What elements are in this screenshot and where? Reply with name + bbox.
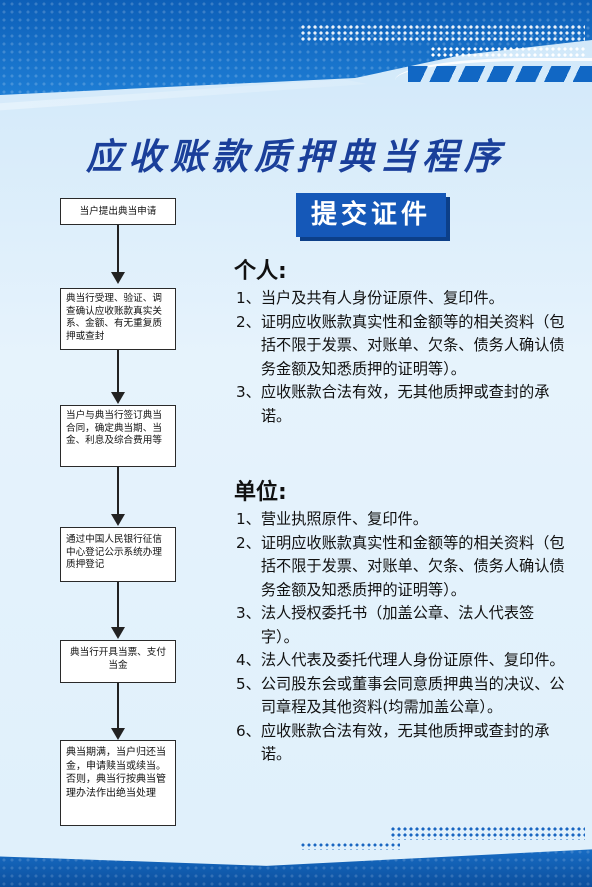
flow-step-4: 通过中国人民银行征信中心登记公示系统办理质押登记	[60, 527, 176, 582]
flow-step-2: 典当行受理、验证、调查确认应收账款真实关系、金额、有无重复质押或查封	[60, 288, 176, 350]
footer-dots-small	[300, 842, 400, 850]
flow-line-1	[117, 225, 119, 275]
flow-line-5	[117, 683, 119, 731]
list-item: 3、 应收账款合法有效，无其他质押或查封的承诺。	[236, 383, 550, 425]
flow-step-5: 典当行开具当票、支付当金	[60, 640, 176, 683]
flow-arrow-1	[111, 272, 125, 284]
company-title: 单位:	[234, 480, 287, 505]
page-title: 应收账款质押典当程序	[85, 137, 506, 178]
flow-arrow-5	[111, 728, 125, 740]
flow-arrow-4	[111, 627, 125, 639]
flow-step-6: 典当期满，当户归还当金，申请赎当或续当。否则，典当行按典当管理办法作出绝当处理	[60, 740, 176, 826]
individual-list: 1、 当户及共有人身份证原件、复印件。 2、 证明应收账款真实性和金额等的相关资…	[236, 287, 566, 428]
header-stripes	[408, 66, 592, 82]
footer-band	[0, 849, 592, 887]
list-item: 3、 法人授权委托书（加盖公章、法人代表签字）。	[236, 604, 535, 646]
flow-step-1: 当户提出典当申请	[60, 198, 176, 225]
list-item: 1、 当户及共有人身份证原件、复印件。	[236, 289, 504, 307]
flow-line-4	[117, 582, 119, 630]
flow-arrow-2	[111, 392, 125, 404]
list-item: 2、 证明应收账款真实性和金额等的相关资料（包括不限于发票、对账单、欠条、债务人…	[236, 312, 565, 378]
flow-line-3	[117, 467, 119, 517]
list-item: 2、 证明应收账款真实性和金额等的相关资料（包括不限于发票、对账单、欠条、债务人…	[236, 533, 565, 599]
footer-dots	[390, 826, 585, 840]
header-dots-small	[430, 46, 585, 58]
section-banner: 提交证件	[296, 193, 446, 237]
header-swoosh	[395, 58, 592, 95]
company-list: 1、 营业执照原件、复印件。 2、 证明应收账款真实性和金额等的相关资料（包括不…	[236, 508, 566, 767]
flow-step-3: 当户与典当行签订典当合同，确定典当期、当金、利息及综合费用等	[60, 405, 176, 467]
list-item: 5、 公司股东会或董事会同意质押典当的决议、公司章程及其他资料(均需加盖公章）。	[236, 674, 565, 717]
header-dots	[300, 24, 585, 42]
flow-arrow-3	[111, 514, 125, 526]
list-item: 4、 法人代表及委托代理人身份证原件、复印件。	[236, 651, 565, 669]
list-item: 6、 应收账款合法有效，无其他质押或查封的承诺。	[236, 721, 550, 764]
individual-title: 个人:	[234, 259, 287, 284]
list-item: 1、 营业执照原件、复印件。	[236, 510, 428, 528]
flow-line-2	[117, 350, 119, 395]
